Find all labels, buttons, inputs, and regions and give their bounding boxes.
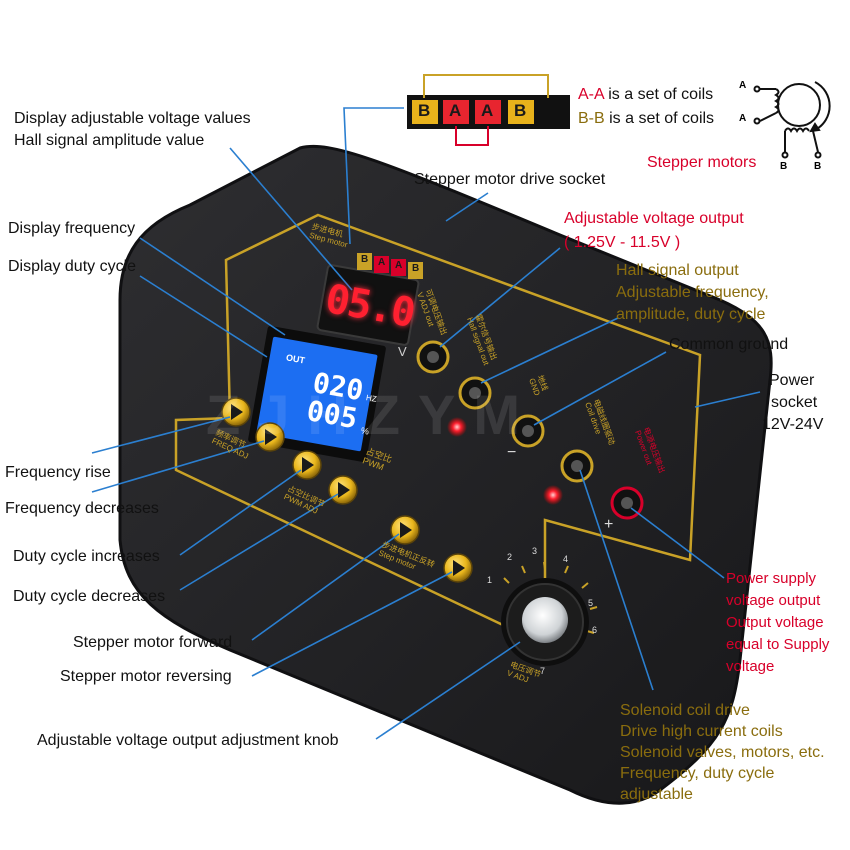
callout-lines	[91, 107, 761, 740]
coil-diagram	[407, 74, 570, 146]
coil-socket-b2: B	[514, 101, 527, 120]
label-adj-voltage-1: Adjustable voltage output	[564, 210, 744, 227]
dial-mark-6: 6	[592, 625, 598, 635]
label-display-voltage-2: Hall signal amplitude value	[14, 132, 205, 149]
device-buttons	[221, 397, 473, 583]
motor-pin-b2: B	[814, 161, 822, 172]
label-display-duty: Display duty cycle	[8, 258, 137, 275]
panel-socket-b1: B	[361, 254, 369, 265]
label-common-ground: Common ground	[669, 336, 789, 353]
bb-coil-label: B-B is a set of coils	[578, 108, 714, 129]
aa-coil-label: A-A is a set of coils	[578, 84, 713, 105]
dial-mark-2: 2	[507, 552, 513, 562]
label-sol-4: Frequency, duty cycle	[620, 765, 775, 782]
aa-prefix: A-A	[578, 86, 604, 103]
coil-socket-a1: A	[449, 101, 462, 120]
label-freq-dec: Frequency decreases	[5, 500, 159, 517]
label-duty-dec: Duty cycle decreases	[13, 588, 166, 605]
label-hall-3: amplitude, duty cycle	[616, 306, 766, 323]
panel-socket-b2: B	[412, 263, 420, 274]
label-power-3: 12V-24V	[762, 416, 824, 433]
panel-plus: +	[604, 516, 614, 533]
motor-pin-b1: B	[780, 161, 788, 172]
label-sol-2: Drive high current coils	[620, 723, 783, 740]
voltage-knob	[501, 578, 589, 666]
label-freq-rise: Frequency rise	[5, 464, 111, 481]
panel-outline	[174, 213, 702, 647]
label-psv-4: equal to Supply	[726, 636, 830, 653]
device-body	[118, 144, 773, 805]
aa-text: is a set of coils	[603, 86, 714, 103]
label-stepper-rev: Stepper motor reversing	[60, 668, 232, 685]
label-display-frequency: Display frequency	[8, 220, 136, 237]
panel-stepper-socket	[357, 253, 423, 279]
label-psv-2: voltage output	[726, 592, 821, 609]
panel-minus: −	[507, 444, 517, 461]
label-psv-1: Power supply	[726, 570, 817, 587]
led-display	[316, 264, 420, 346]
output-jacks	[416, 340, 644, 520]
label-sol-5: adjustable	[620, 786, 693, 803]
label-psv-3: Output voltage	[726, 614, 824, 631]
dial-ring	[503, 561, 598, 634]
label-hall-2: Adjustable frequency,	[616, 284, 769, 301]
lcd-display	[248, 325, 386, 463]
coil-socket-a2: A	[481, 101, 494, 120]
dial-mark-7: 7	[540, 666, 546, 676]
led-indicator-1	[447, 417, 467, 437]
led-indicator-2	[543, 485, 563, 505]
dial-mark-4: 4	[563, 554, 569, 564]
label-sol-3: Solenoid valves, motors, etc.	[620, 744, 825, 761]
stepper-motors-label: Stepper motors	[647, 154, 757, 171]
panel-socket-a2: A	[395, 260, 403, 271]
label-adj-voltage-2: ( 1.25V - 11.5V )	[564, 234, 681, 251]
label-sol-1: Solenoid coil drive	[620, 702, 750, 719]
bb-prefix: B-B	[578, 110, 605, 127]
led-unit: V	[398, 344, 407, 359]
stepper-motor-symbol	[753, 81, 831, 159]
label-power-2: socket	[771, 394, 818, 411]
label-psv-5: voltage	[726, 658, 775, 675]
watermark: ZJHZYM	[206, 383, 538, 446]
motor-pin-a2: A	[739, 113, 747, 124]
label-stepper-fwd: Stepper motor forward	[73, 634, 233, 651]
coil-socket-b1: B	[418, 101, 431, 120]
dial-mark-5: 5	[588, 598, 594, 608]
label-display-voltage-1: Display adjustable voltage values	[14, 110, 251, 127]
label-duty-inc: Duty cycle increases	[13, 548, 160, 565]
motor-pin-a1: A	[739, 80, 747, 91]
dial-mark-3: 3	[532, 546, 538, 556]
dial-mark-1: 1	[487, 575, 493, 585]
label-hall-1: Hall signal output	[616, 262, 739, 279]
panel-socket-a1: A	[378, 257, 386, 268]
label-power-1: Power	[769, 372, 815, 389]
label-stepper-socket: Stepper motor drive socket	[414, 171, 606, 188]
bb-text: is a set of coils	[604, 110, 715, 127]
label-knob: Adjustable voltage output adjustment kno…	[37, 732, 339, 749]
